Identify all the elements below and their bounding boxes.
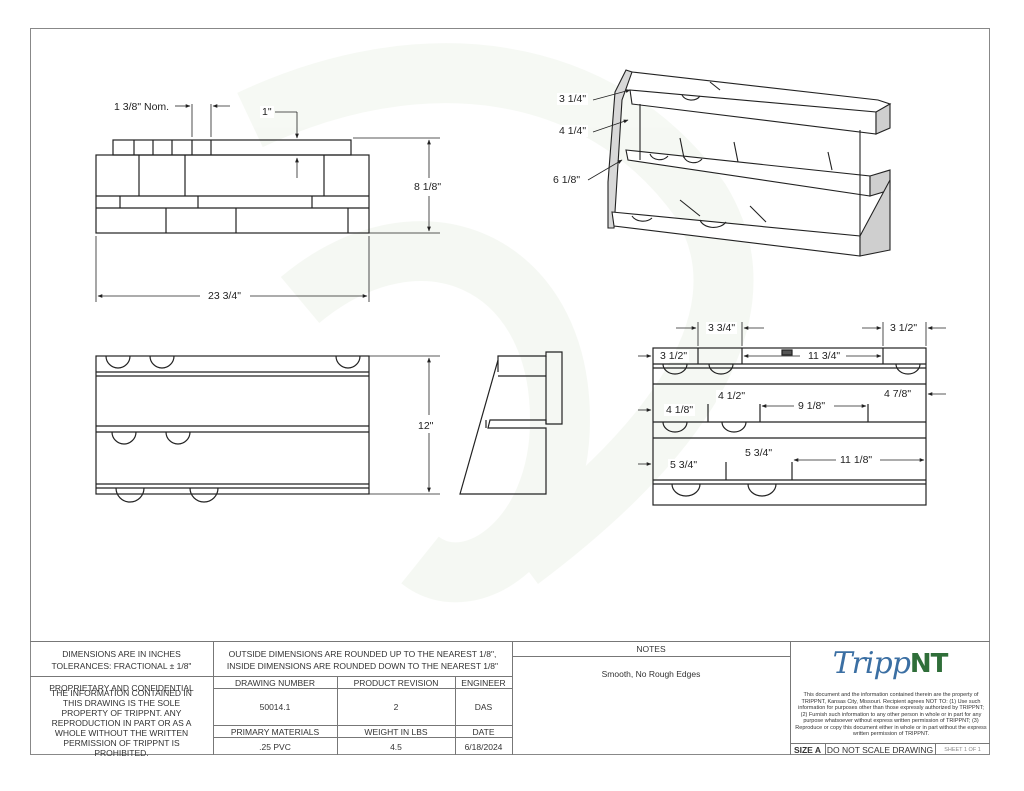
logo-text-nt: NT [909, 649, 948, 679]
dim-detail-row2-4-1-2: 4 1/2" [716, 390, 748, 402]
dim-iso-3-1-4: 3 1/4" [557, 93, 589, 105]
weight-label: WEIGHT IN LBS [364, 726, 428, 737]
proprietary-title: PROPRIETARY AND CONFIDENTIAL [49, 683, 194, 693]
top-view-dimension [369, 355, 440, 495]
side-view [459, 351, 563, 495]
sheet-number: SHEET 1 OF 1 [944, 746, 981, 753]
tolerances-note: TOLERANCES: FRACTIONAL ± 1/8" [51, 661, 192, 671]
dim-iso-6-1-8: 6 1/8" [551, 174, 583, 186]
product-revision: 2 [393, 702, 399, 712]
dim-front-width: 23 3/4" [206, 290, 243, 302]
proprietary-text: THE INFORMATION CONTAINED IN THIS DRAWIN… [51, 688, 192, 758]
drawing-number: 50014.1 [259, 702, 291, 712]
dim-front-height: 8 1/8" [412, 181, 444, 193]
front-view [95, 139, 370, 234]
product-revision-label: PRODUCT REVISION [353, 678, 439, 688]
date-label: DATE [472, 726, 495, 737]
title-block: DIMENSIONS ARE IN INCHES TOLERANCES: FRA… [30, 641, 990, 758]
front-dimension-lines [95, 104, 440, 302]
dim-detail-row3-11-1-8: 11 1/8" [838, 454, 875, 466]
scale-note: DO NOT SCALE DRAWING [826, 744, 934, 755]
dim-detail-row3-5-3-4-b: 5 3/4" [668, 459, 700, 471]
watermark-logo [237, 43, 754, 603]
isometric-dimension-arrows [587, 89, 631, 181]
dim-detail-3-3-4: 3 3/4" [706, 322, 738, 334]
dim-detail-3-1-2-right: 3 1/2" [888, 322, 920, 334]
dim-iso-4-1-4: 4 1/4" [557, 125, 589, 137]
dim-front-nom: 1 3/8" Nom. [112, 101, 172, 113]
logo-text-tripp: Tripp [832, 646, 911, 681]
dim-detail-row3-5-3-4-a: 5 3/4" [743, 447, 775, 459]
front-detail-dimension-lines [638, 322, 946, 466]
dim-detail-row1-3-1-2: 3 1/2" [658, 350, 690, 362]
dim-detail-row2-4-1-8: 4 1/8" [664, 404, 696, 416]
top-view [95, 355, 370, 503]
weight: 4.5 [390, 741, 402, 752]
dim-front-one: 1" [260, 106, 274, 118]
primary-materials: .25 PVC [259, 741, 291, 752]
dim-detail-row2-9-1-8: 9 1/8" [796, 400, 828, 412]
front-detail-view [652, 347, 927, 506]
dim-detail-row1-11-3-4: 11 3/4" [806, 350, 843, 362]
isometric-view [607, 69, 892, 257]
dim-detail-row2-4-7-8: 4 7/8" [882, 388, 914, 400]
drawing-number-label: DRAWING NUMBER [235, 678, 315, 688]
date: 6/18/2024 [464, 741, 503, 752]
drawing-sheet-border [30, 28, 990, 755]
engineer-label: ENGINEER [461, 678, 506, 688]
primary-materials-label: PRIMARY MATERIALS [230, 726, 320, 737]
units-note: DIMENSIONS ARE IN INCHES [62, 649, 181, 659]
legal-text: This document and the information contai… [795, 691, 987, 738]
notes-text: Smooth, No Rough Edges [601, 669, 701, 679]
engineer: DAS [474, 702, 493, 712]
size-label: SIZE A [793, 744, 822, 755]
rounding-inside-note: INSIDE DIMENSIONS ARE ROUNDED DOWN TO TH… [226, 661, 499, 671]
rounding-outside-note: OUTSIDE DIMENSIONS ARE ROUNDED UP TO THE… [228, 649, 497, 659]
dim-top-depth: 12" [416, 420, 436, 432]
notes-label: NOTES [636, 644, 666, 654]
